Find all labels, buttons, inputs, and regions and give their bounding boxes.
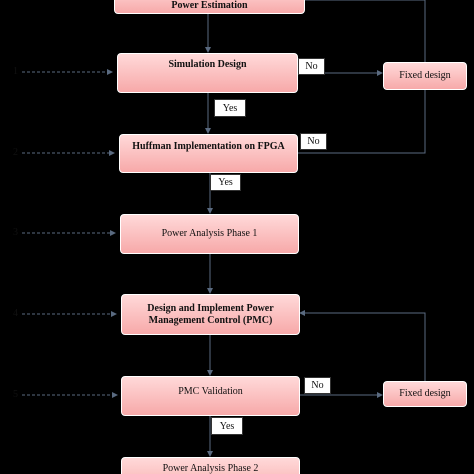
step-number-4: 4 bbox=[13, 308, 18, 319]
label-yes-simulation: Yes bbox=[214, 99, 246, 117]
arrow-huffman-no bbox=[298, 90, 426, 154]
node-fixed-design-1: Fixed design bbox=[383, 62, 467, 90]
node-power-estimation-text: Power Estimation bbox=[171, 0, 248, 11]
label-no-simulation: No bbox=[298, 58, 325, 75]
node-huffman-fpga: Huffman Implementation on FPGA bbox=[119, 134, 298, 173]
step-number-3: 3 bbox=[13, 227, 18, 238]
node-fixed-design-2-text: Fixed design bbox=[399, 388, 451, 399]
step-number-5: 5 bbox=[13, 389, 18, 400]
node-pmc-design-text: Design and Implement Power Management Co… bbox=[147, 302, 274, 326]
node-simulation-design-text: Simulation Design bbox=[168, 59, 247, 70]
label-no-validation: No bbox=[304, 377, 331, 394]
node-pmc-design: Design and Implement Power Management Co… bbox=[121, 294, 300, 335]
node-huffman-fpga-text: Huffman Implementation on FPGA bbox=[132, 140, 285, 152]
node-power-analysis-2: Power Analysis Phase 2 bbox=[121, 457, 300, 474]
node-power-analysis-2-text: Power Analysis Phase 2 bbox=[162, 463, 259, 474]
node-simulation-design: Simulation Design bbox=[117, 53, 298, 93]
node-fixed-design-1-text: Fixed design bbox=[399, 70, 451, 81]
node-pmc-validation: PMC Validation bbox=[121, 376, 300, 416]
node-power-analysis-1: Power Analysis Phase 1 bbox=[120, 214, 299, 254]
node-pmc-validation-text: PMC Validation bbox=[178, 386, 243, 397]
node-fixed-design-2: Fixed design bbox=[383, 381, 467, 407]
label-yes-huffman: Yes bbox=[210, 174, 241, 191]
node-power-analysis-1-text: Power Analysis Phase 1 bbox=[161, 228, 258, 239]
label-yes-validation: Yes bbox=[211, 417, 243, 435]
step-number-2: 2 bbox=[13, 147, 18, 158]
loop-fixed2-up bbox=[299, 310, 426, 381]
step-number-1: 1 bbox=[13, 66, 18, 77]
label-no-huffman: No bbox=[300, 133, 327, 150]
node-power-estimation: Power Estimation bbox=[114, 0, 305, 14]
